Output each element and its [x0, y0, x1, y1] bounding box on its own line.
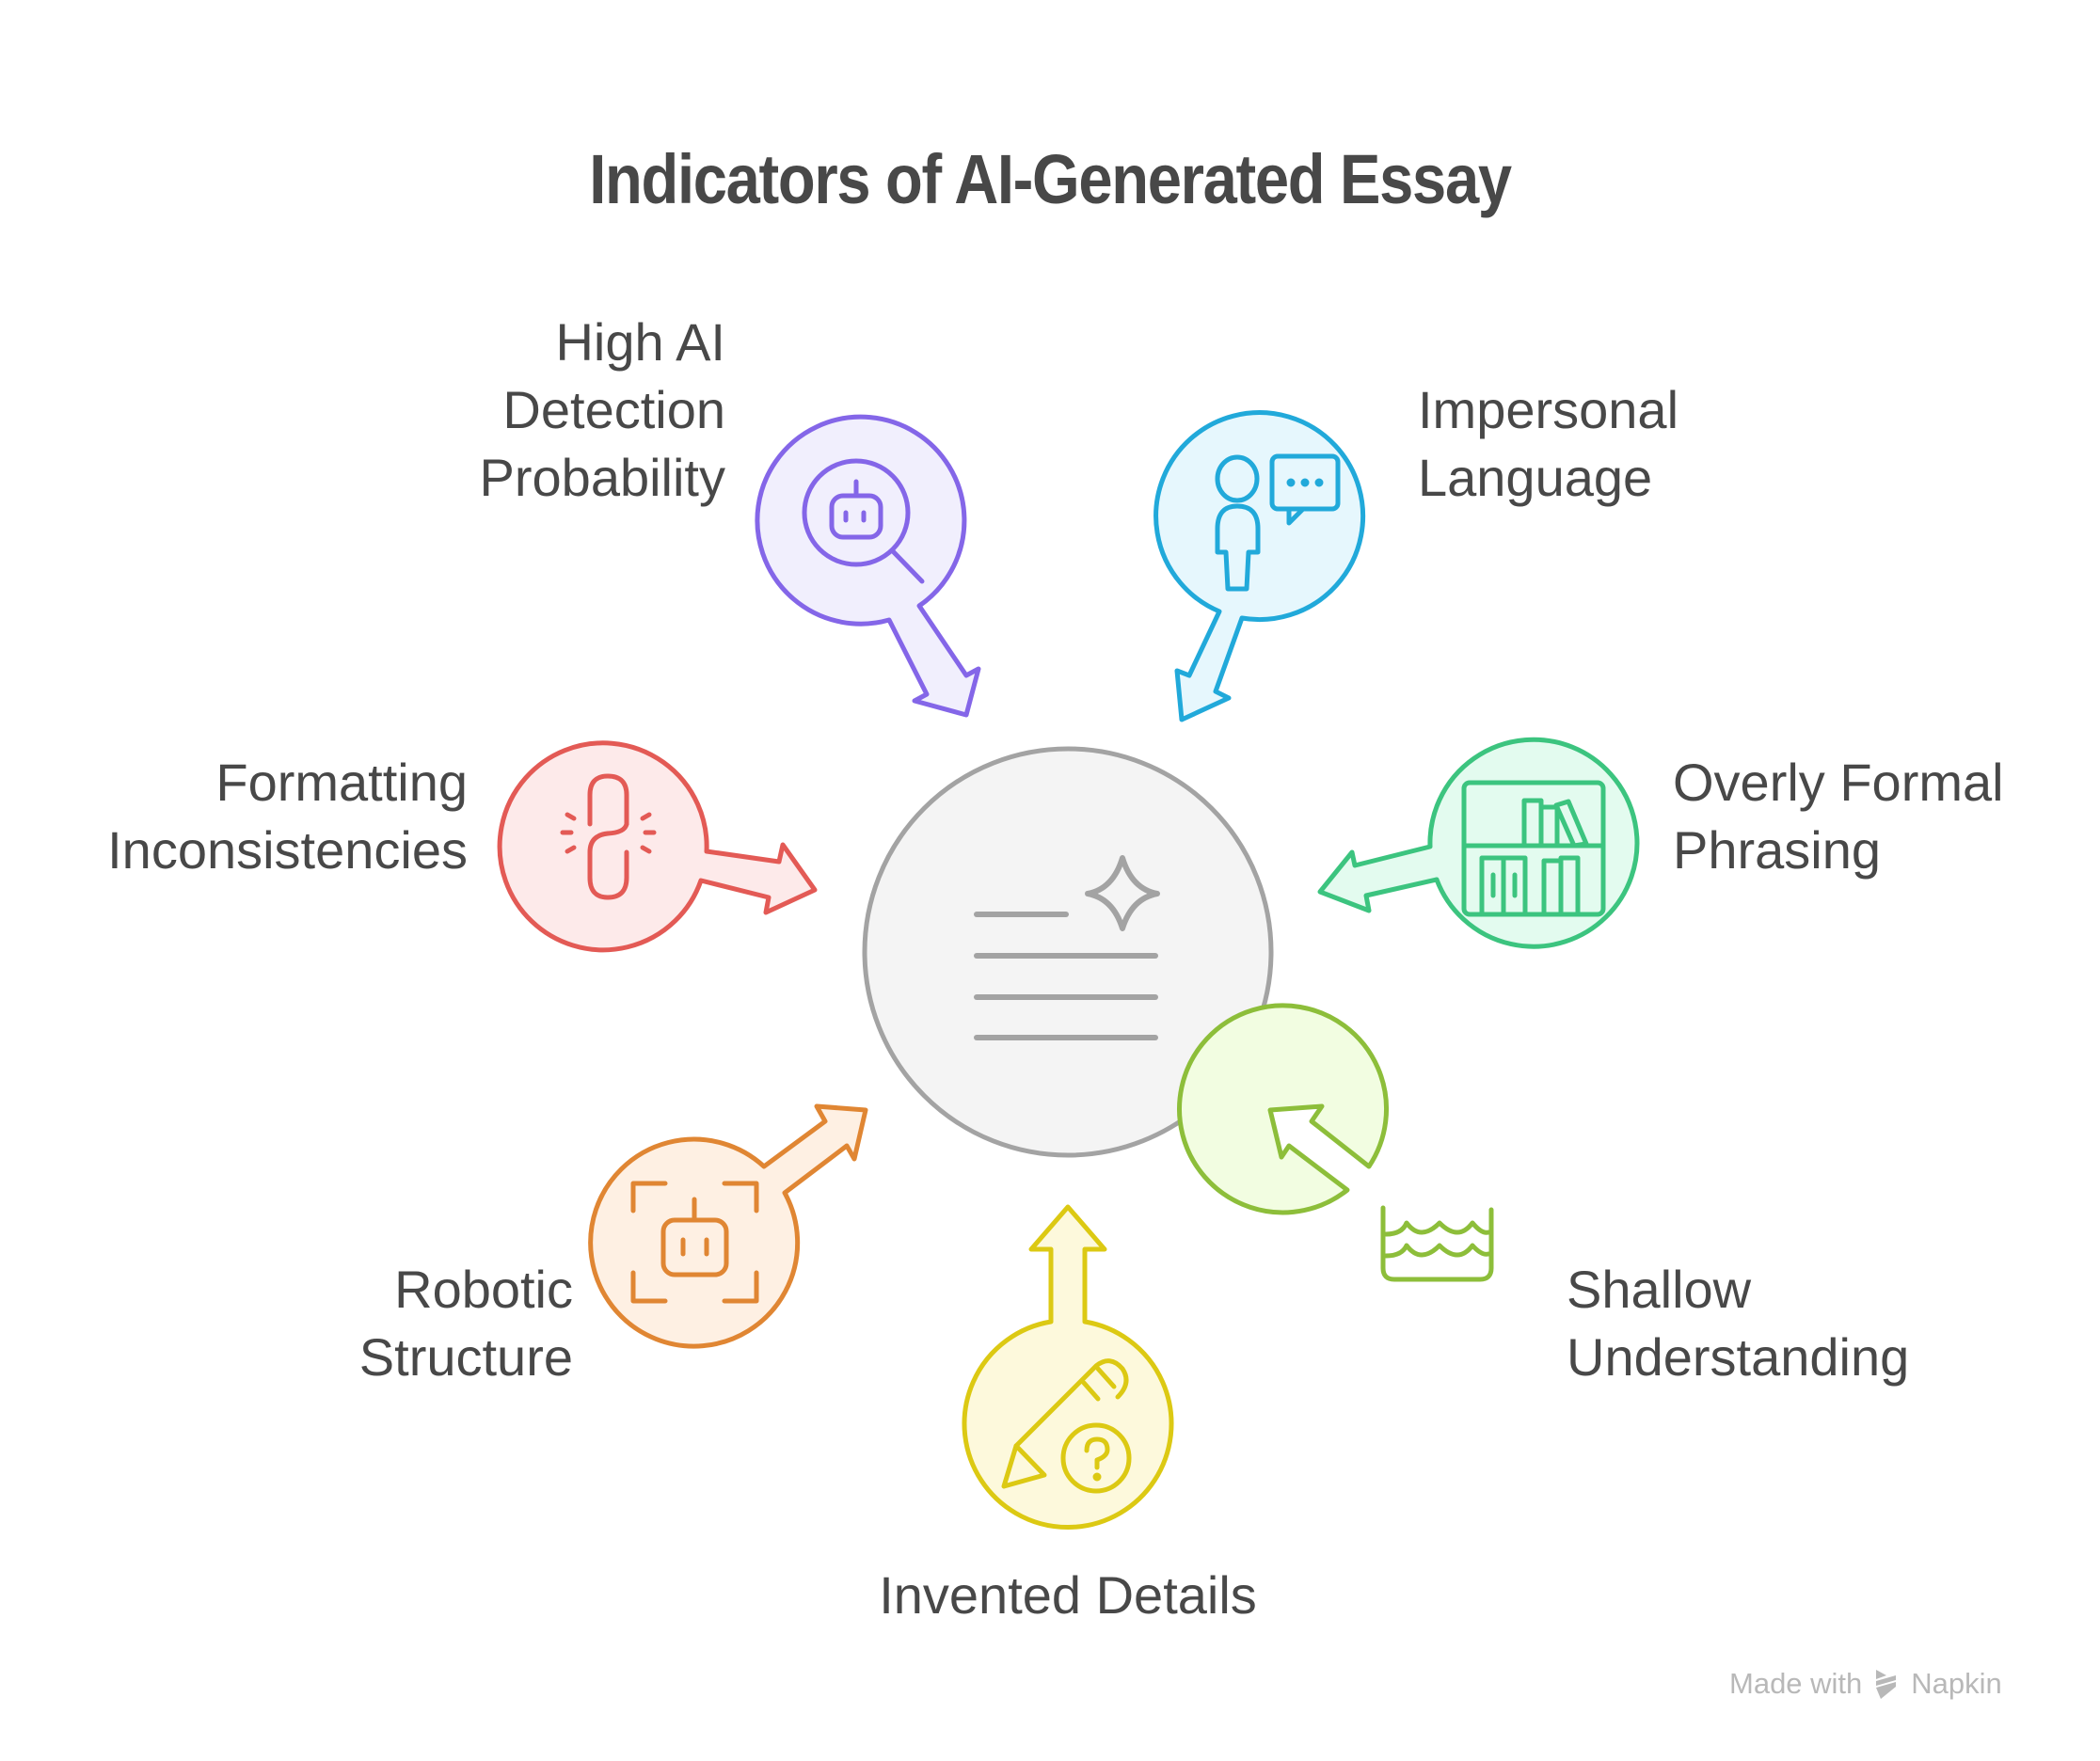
label-line: High AI	[555, 312, 725, 372]
label-overly-formal-phrasing: Overly Formal Phrasing	[1673, 749, 2004, 884]
node-overly-formal-phrasing[interactable]	[1317, 737, 1640, 949]
label-line: Understanding	[1567, 1327, 1910, 1387]
label-line: Shallow	[1567, 1260, 1752, 1319]
label-line: Detection	[502, 380, 725, 439]
label-invented-details: Invented Details	[833, 1562, 1303, 1629]
napkin-logo-icon	[1876, 1670, 1897, 1699]
bookshelf-icon	[1461, 780, 1606, 917]
label-line: Phrasing	[1673, 820, 1882, 880]
label-line: Structure	[358, 1327, 573, 1387]
watermark[interactable]: Made with Napkin	[1729, 1667, 2002, 1701]
diagram-title: Indicators of AI-Generated Essay	[589, 140, 1512, 218]
label-line: Impersonal	[1418, 380, 1679, 439]
node-robotic-structure[interactable]	[588, 1103, 868, 1349]
label-impersonal-language: Impersonal Language	[1418, 376, 1678, 512]
pencil-question-icon	[1001, 1358, 1132, 1494]
label-line: Formatting	[215, 753, 468, 812]
robot-frame-icon	[630, 1181, 759, 1304]
label-high-ai-detection: High AI Detection Probability	[480, 309, 725, 512]
label-robotic-structure: Robotic Structure	[359, 1256, 573, 1391]
center-node	[862, 746, 1274, 1158]
broken-link-icon	[560, 773, 657, 900]
node-high-ai-detection[interactable]	[755, 414, 981, 718]
label-shallow-understanding: Shallow Understanding	[1567, 1256, 1909, 1391]
label-line: Probability	[479, 448, 725, 507]
label-formatting-inconsistencies: Formatting Inconsistencies	[107, 749, 468, 884]
watermark-brand: Napkin	[1911, 1667, 2002, 1700]
label-line: Invented Details	[879, 1565, 1257, 1625]
ai-document-sparkle-icon	[974, 855, 1160, 1040]
robot-magnifier-icon	[802, 458, 925, 584]
node-impersonal-language[interactable]	[1153, 410, 1366, 722]
node-invented-details[interactable]	[962, 1204, 1174, 1530]
person-speech-bubble-icon	[1215, 453, 1341, 592]
watermark-prefix: Made with	[1729, 1667, 1863, 1700]
node-shallow-understanding[interactable]	[1177, 1003, 1494, 1282]
label-line: Overly Formal	[1673, 753, 2004, 812]
label-line: Language	[1418, 448, 1653, 507]
shallow-water-icon	[1380, 1205, 1494, 1282]
label-line: Inconsistencies	[107, 820, 468, 880]
node-formatting-inconsistencies[interactable]	[497, 740, 818, 953]
label-line: Robotic	[394, 1260, 573, 1319]
